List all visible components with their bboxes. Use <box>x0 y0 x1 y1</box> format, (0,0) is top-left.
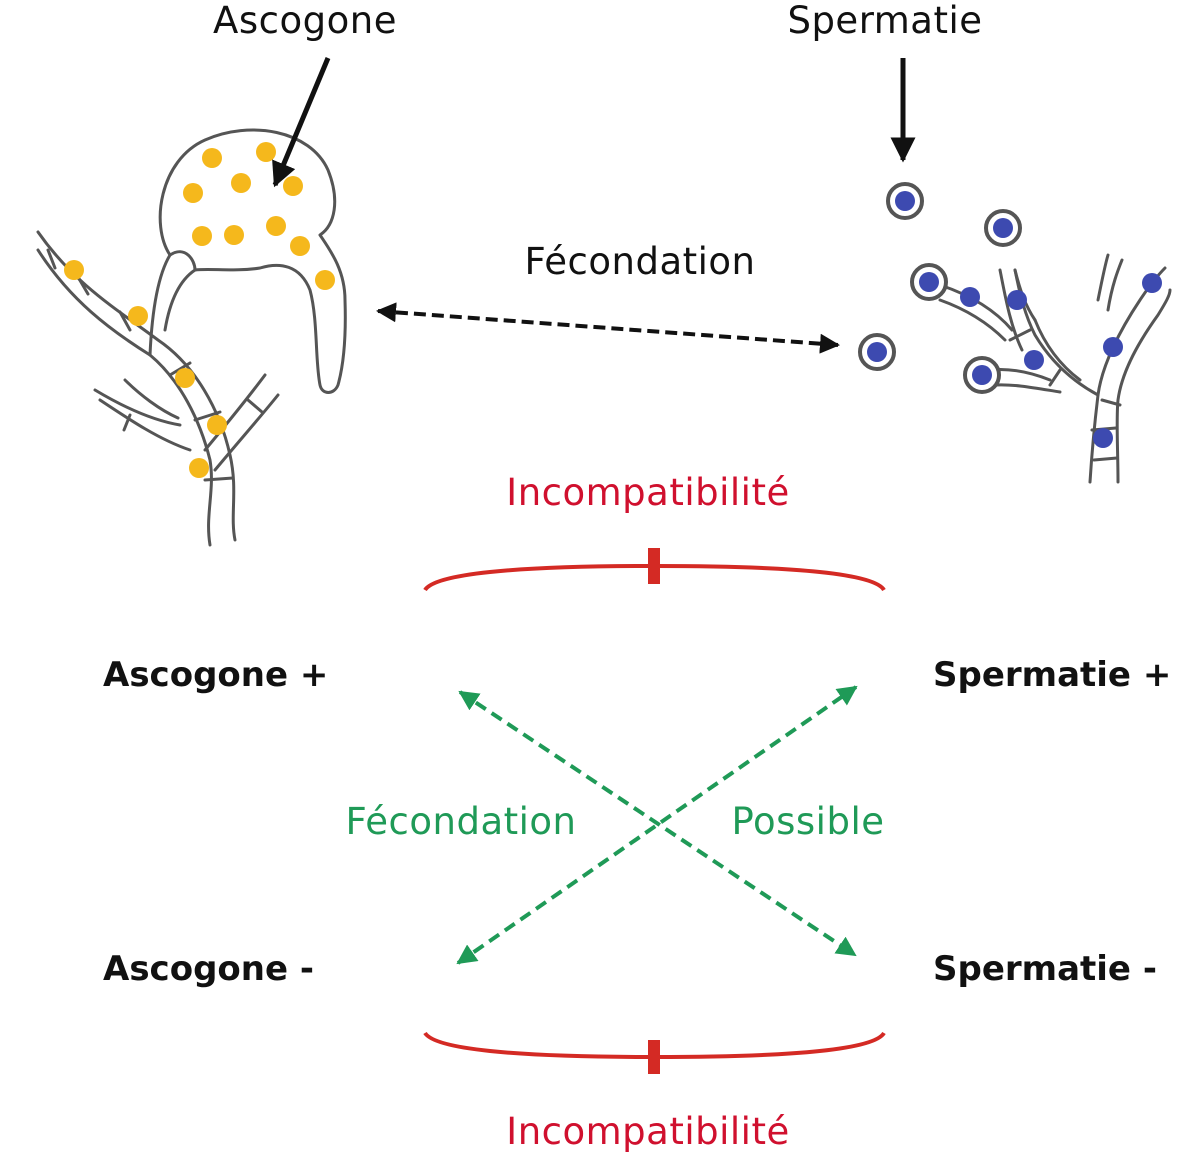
incompatibility-label-top: Incompatibilité <box>506 471 790 514</box>
fecondation-label-cross: Fécondation <box>345 800 577 843</box>
ascogone-drawing <box>36 128 347 547</box>
spermatie-rings <box>858 182 1022 394</box>
spermatie-label: Spermatie <box>787 0 983 42</box>
incompatibility-label-bottom: Incompatibilité <box>506 1110 790 1153</box>
spermatie-minus-label: Spermatie - <box>933 949 1157 989</box>
incompatibility-bracket-top <box>423 548 886 592</box>
fecondation-double-arrow <box>376 302 840 354</box>
possible-label: Possible <box>731 800 885 843</box>
ascogone-nuclei <box>64 142 335 478</box>
fecondation-arrow-cross-2 <box>456 685 858 965</box>
ascogone-label: Ascogone <box>213 0 397 42</box>
incompatibility-bracket-bottom <box>423 1031 886 1074</box>
fecondation-label-top: Fécondation <box>524 240 756 283</box>
ascogone-plus-label: Ascogone + <box>103 655 329 695</box>
spermatie-plus-label: Spermatie + <box>933 655 1172 695</box>
ascogone-pointer-arrow <box>272 57 331 188</box>
spermatie-nuclei <box>867 191 1162 448</box>
ascogone-minus-label: Ascogone - <box>103 949 314 989</box>
